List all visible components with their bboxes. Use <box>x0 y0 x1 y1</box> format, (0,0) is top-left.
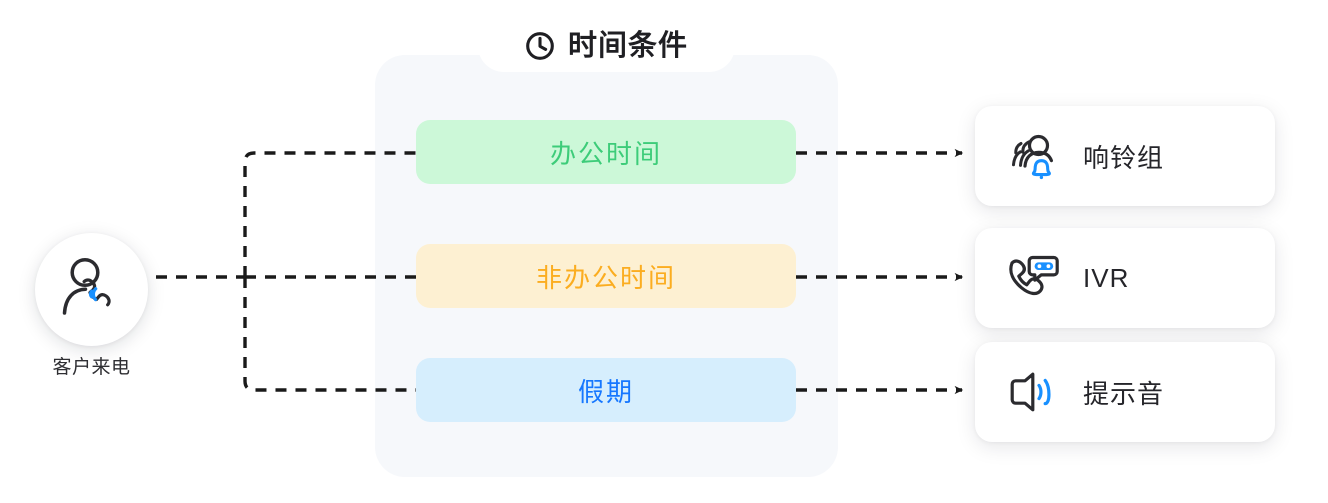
caller-person-phone-icon <box>62 257 111 315</box>
destination-card-prompt-tone[interactable]: 提示音 <box>975 342 1275 442</box>
panel-title-bar: 时间条件 <box>478 20 735 72</box>
ivr-phone-bubble-icon <box>1003 252 1061 304</box>
condition-pill-office-hours[interactable]: 办公时间 <box>416 120 796 184</box>
destination-card-label: IVR <box>1083 262 1130 293</box>
condition-pill-label: 非办公时间 <box>535 262 676 293</box>
destination-card-label: 提示音 <box>1083 378 1165 409</box>
caller-avatar-circle <box>35 233 148 346</box>
condition-pill-holiday[interactable]: 假期 <box>416 358 796 422</box>
source-node-label: 客户来电 <box>52 357 131 378</box>
ring-group-bell-icon <box>1003 130 1061 182</box>
destination-card-label: 响铃组 <box>1083 142 1165 173</box>
destination-card-ivr[interactable]: IVR <box>975 228 1275 328</box>
condition-pill-label: 假期 <box>577 376 634 407</box>
condition-pill-label: 办公时间 <box>549 138 662 169</box>
source-node-caller[interactable]: 客户来电 <box>35 233 148 378</box>
speaker-sound-icon <box>1003 366 1061 418</box>
clock-icon <box>526 32 554 60</box>
destination-card-ring-group[interactable]: 响铃组 <box>975 106 1275 206</box>
panel-title-text: 时间条件 <box>567 29 688 62</box>
condition-pill-non-office-hours[interactable]: 非办公时间 <box>416 244 796 308</box>
